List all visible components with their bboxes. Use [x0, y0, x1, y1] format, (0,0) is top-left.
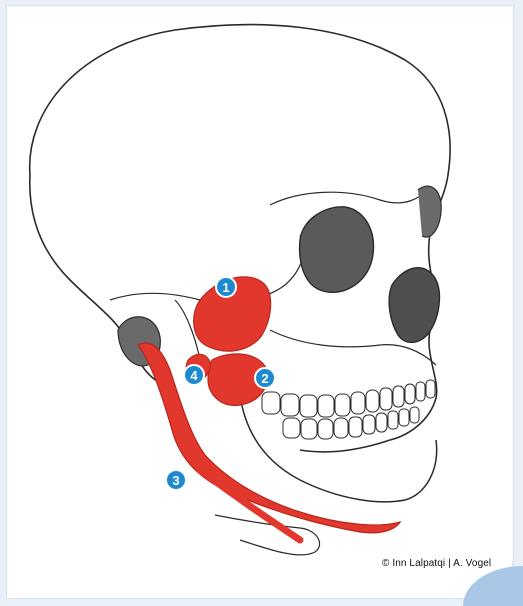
- marker-3-label: 3: [172, 473, 179, 488]
- nasal-cavity: [389, 268, 439, 343]
- marker-2: 2: [255, 368, 275, 388]
- marker-1-label: 1: [222, 280, 229, 295]
- marker-4: 4: [184, 365, 204, 385]
- far-orbit: [418, 186, 441, 237]
- marker-4-label: 4: [190, 368, 198, 383]
- marker-3: 3: [166, 470, 186, 490]
- eye-orbit: [300, 207, 374, 293]
- marker-2-label: 2: [261, 371, 268, 386]
- copyright-text: © Inn Lalpatqi | A. Vogel: [382, 558, 491, 569]
- marker-1: 1: [216, 277, 236, 297]
